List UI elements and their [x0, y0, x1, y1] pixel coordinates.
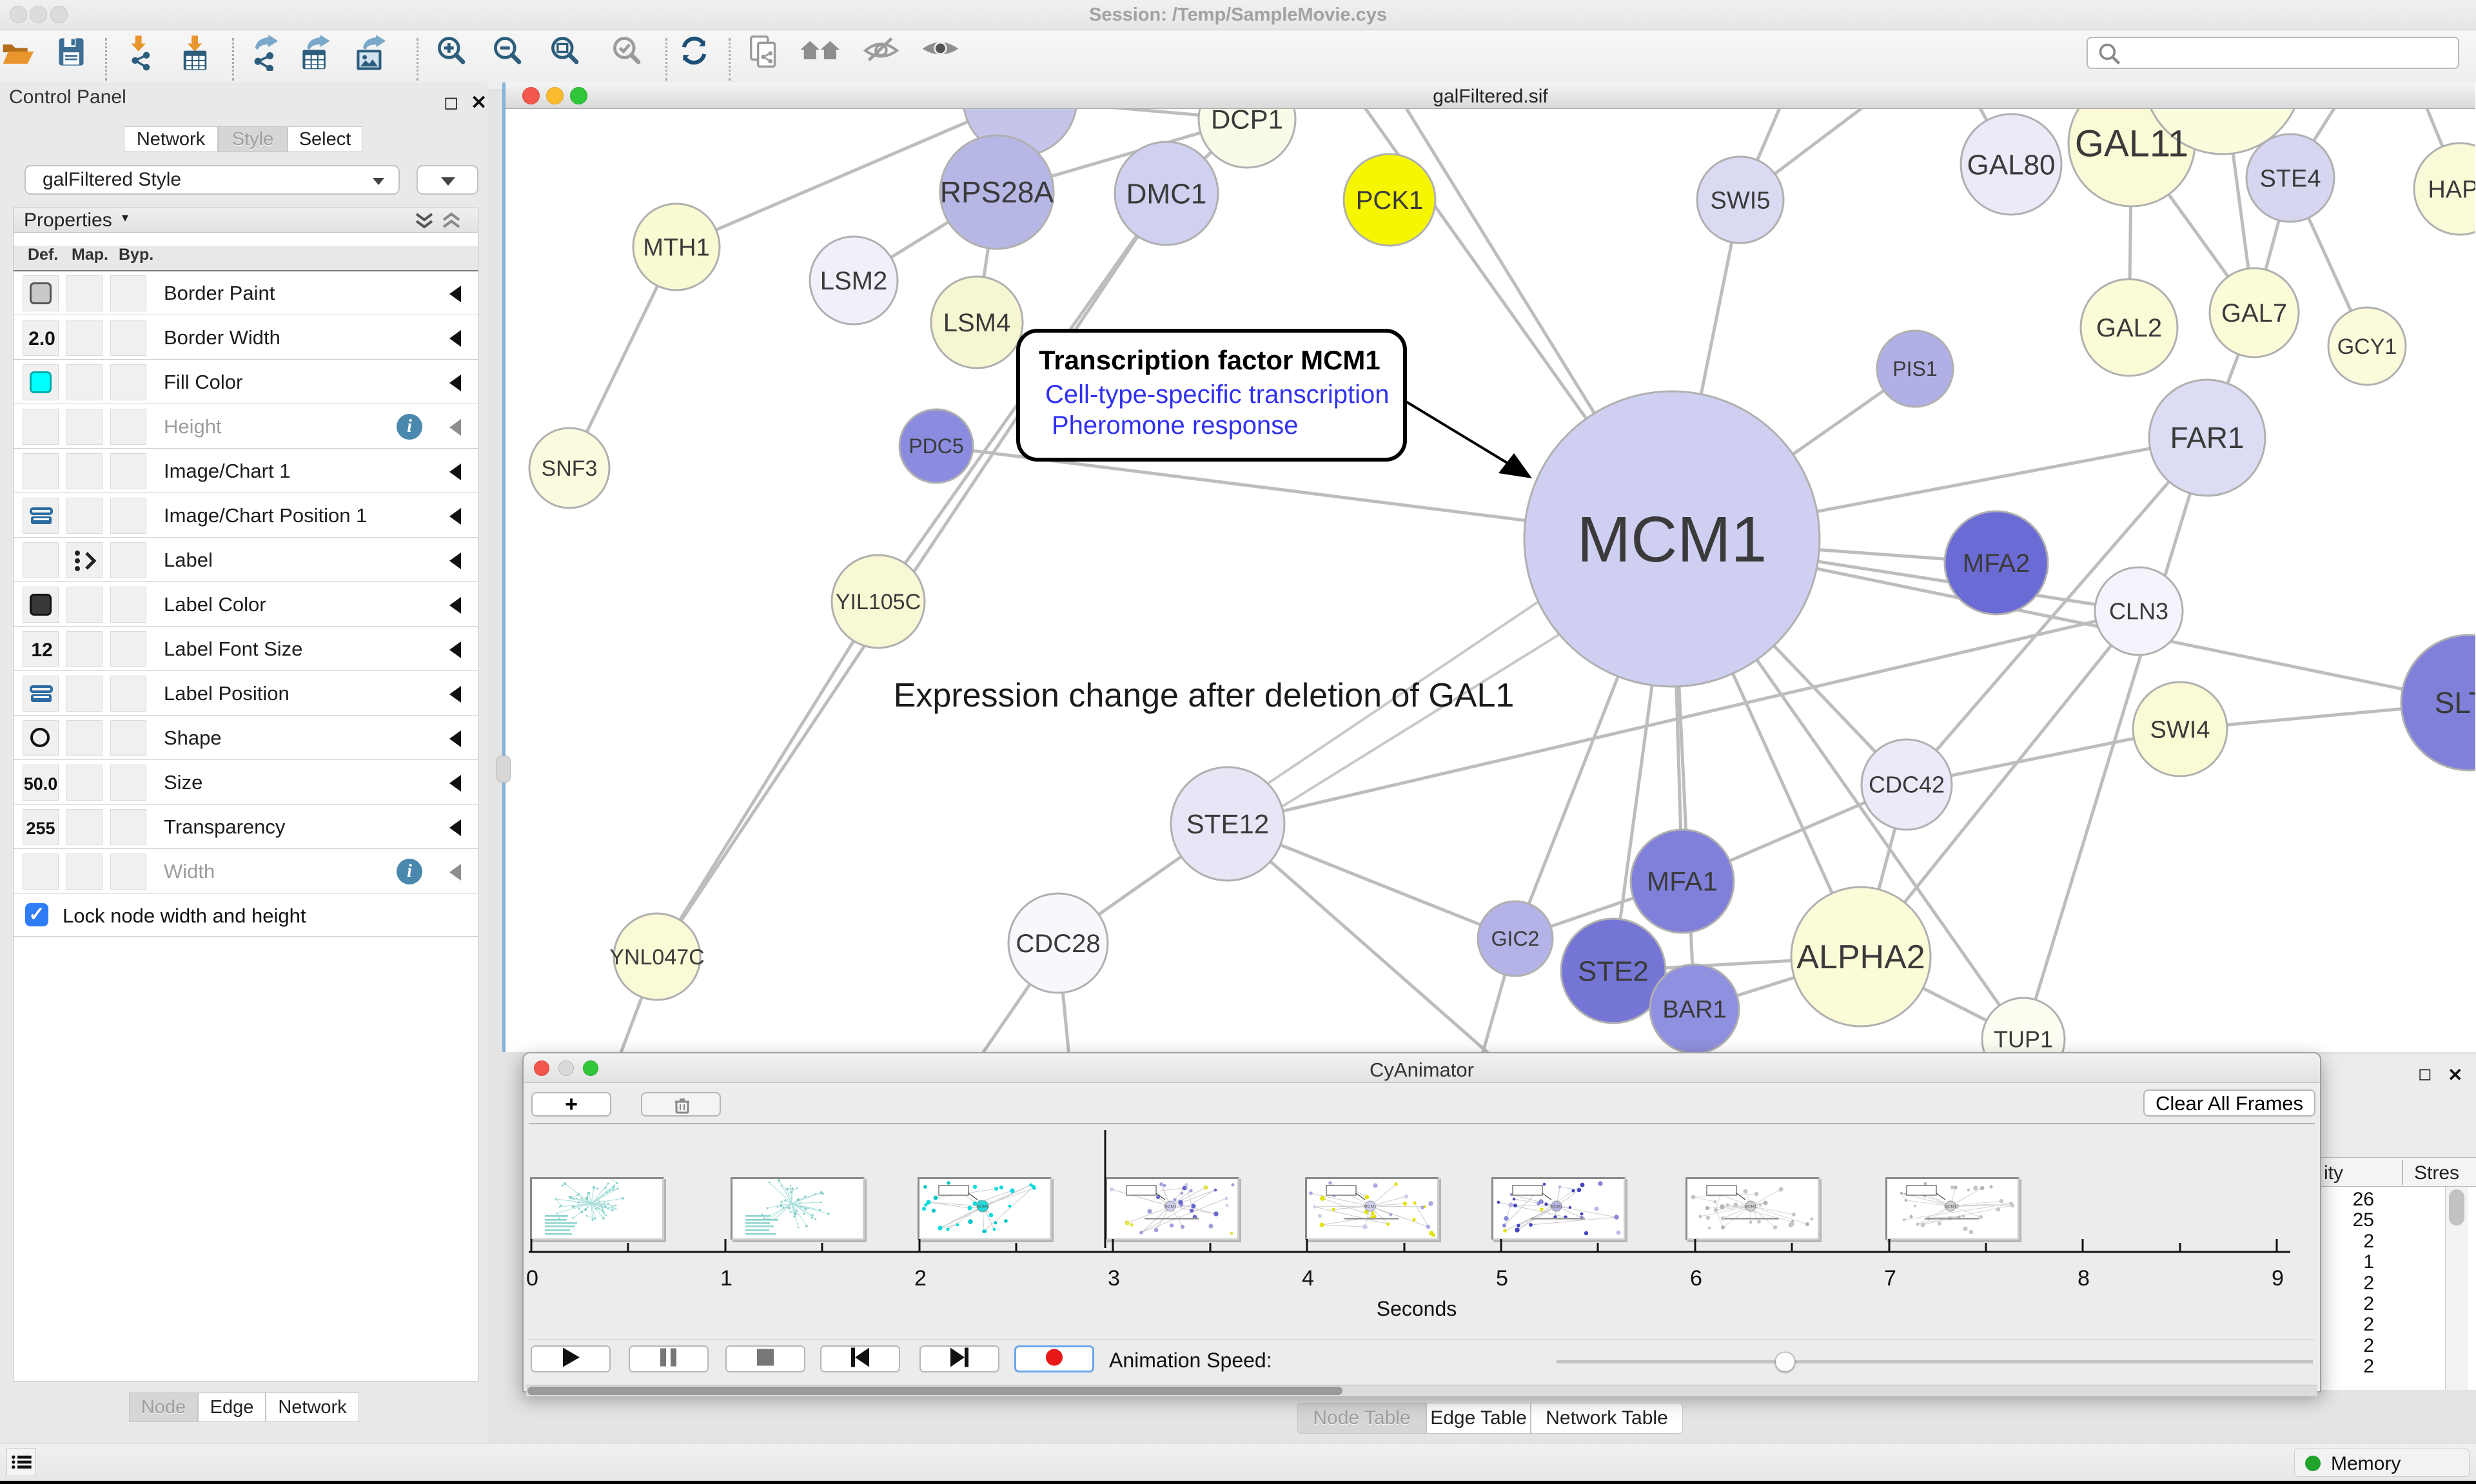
svg-text:ALPHA2: ALPHA2	[1796, 939, 1925, 976]
svg-text:RPS28B: RPS28B	[970, 109, 1069, 114]
svg-text:MCM1: MCM1	[1577, 503, 1767, 576]
svg-text:MFA2: MFA2	[1963, 549, 2030, 578]
svg-text:MCM1: MCM1	[1744, 1205, 1757, 1209]
svg-text:GAL11: GAL11	[2075, 122, 2188, 164]
svg-text:DMC1: DMC1	[1126, 178, 1207, 210]
svg-text:MTH1: MTH1	[643, 234, 709, 261]
svg-text:CDC42: CDC42	[1869, 772, 1945, 798]
svg-text:SWI4: SWI4	[2150, 716, 2210, 743]
svg-text:PIS1: PIS1	[1892, 357, 1937, 380]
svg-text:PCK1: PCK1	[1356, 186, 1424, 215]
svg-text:PDC5: PDC5	[909, 434, 963, 458]
svg-text:GAL2: GAL2	[2096, 314, 2162, 342]
svg-text:TUP1: TUP1	[1994, 1026, 2053, 1052]
svg-text:FAR1: FAR1	[2170, 421, 2244, 454]
svg-text:GCY1: GCY1	[2337, 335, 2397, 359]
svg-text:Transcription factor MCM1: Transcription factor MCM1	[1039, 345, 1380, 375]
svg-text:GIC2: GIC2	[1491, 927, 1540, 950]
svg-text:LSM4: LSM4	[943, 309, 1011, 337]
svg-text:STE2: STE2	[1578, 955, 1649, 987]
svg-text:SNF3: SNF3	[542, 456, 598, 481]
svg-text:RPS28A: RPS28A	[940, 175, 1054, 209]
svg-text:SWI5: SWI5	[1711, 187, 1771, 214]
svg-text:MFA1: MFA1	[1647, 866, 1718, 897]
svg-text:SLT2: SLT2	[2435, 686, 2475, 719]
svg-text:MCM1: MCM1	[1944, 1205, 1957, 1209]
svg-text:LSM2: LSM2	[820, 267, 888, 295]
svg-text:BAR1: BAR1	[1662, 996, 1726, 1023]
svg-text:CLN3: CLN3	[2109, 598, 2168, 625]
svg-text:YIL105C: YIL105C	[836, 590, 921, 614]
svg-text:Expression change after deleti: Expression change after deletion of GAL1	[894, 677, 1515, 714]
svg-text:STE4: STE4	[2259, 165, 2321, 192]
svg-text:DCP1: DCP1	[1211, 109, 1283, 135]
svg-text:MCM1: MCM1	[1550, 1205, 1563, 1209]
svg-text:MCM1: MCM1	[1364, 1205, 1377, 1209]
svg-text:STE12: STE12	[1186, 809, 1269, 839]
svg-text:Pheromone response: Pheromone response	[1052, 411, 1298, 440]
svg-text:MCM1: MCM1	[1164, 1205, 1177, 1209]
svg-text:GAL80: GAL80	[1967, 149, 2056, 181]
svg-text:MCM1: MCM1	[976, 1205, 989, 1209]
svg-text:CDC28: CDC28	[1016, 930, 1100, 958]
svg-text:YNL047C: YNL047C	[609, 945, 704, 970]
svg-text:HAP2: HAP2	[2428, 176, 2475, 203]
svg-text:GAL7: GAL7	[2221, 299, 2287, 327]
svg-text:Cell-type-specific transcripti: Cell-type-specific transcription	[1045, 380, 1390, 409]
